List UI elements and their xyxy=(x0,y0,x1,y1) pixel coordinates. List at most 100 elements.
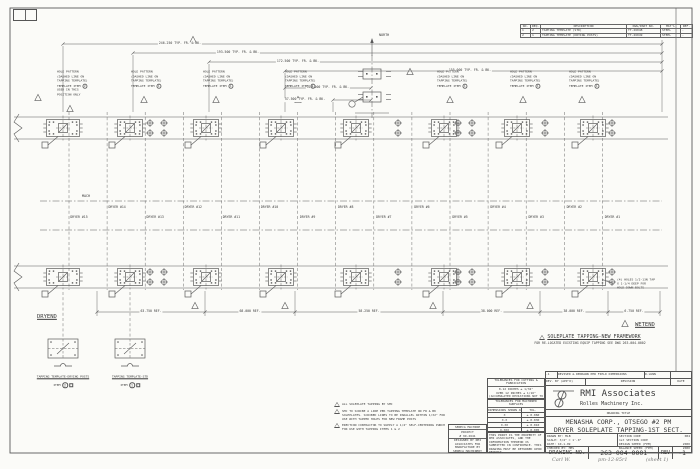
parts-cell: 1 xyxy=(530,32,541,38)
bolt-hole-icon xyxy=(365,124,367,126)
callout-item-row: TEMPLATE ITEM 1 xyxy=(284,83,317,89)
bolt-hole-icon xyxy=(349,121,352,123)
bolt-hole-icon xyxy=(582,124,584,126)
bolt-hole-icon xyxy=(453,130,455,132)
dryer-label: DRYER #3 xyxy=(528,215,544,220)
dryer-label: DRYER #10 xyxy=(260,205,279,210)
tol-cell: ± 0.005 xyxy=(526,427,540,432)
revision-rev: -1 xyxy=(546,372,558,378)
break-line xyxy=(13,113,23,143)
property-note-box: THIS PRINT IS THE PROPERTY OF RMI ASSOCI… xyxy=(487,432,545,455)
bolt-hole-icon xyxy=(199,121,202,123)
callout-text: TAPPING TEMPLATE) xyxy=(569,78,600,83)
bolt-hole-icon xyxy=(365,130,367,132)
bolt-hole-icon xyxy=(123,121,126,123)
flag-triangle-icon xyxy=(526,301,534,309)
bolt-hole-icon xyxy=(433,133,436,135)
bolt-hole-icon xyxy=(448,270,451,272)
bolt-hole-icon xyxy=(506,273,508,275)
bolt-hole-icon xyxy=(289,282,292,284)
bolt-hole-icon xyxy=(349,270,352,272)
bolt-hole-icon xyxy=(210,133,213,135)
flag-triangle-icon xyxy=(212,95,220,103)
bolt-hole-icon xyxy=(215,279,217,281)
callout-text: HOLE PATTERN xyxy=(437,69,459,74)
parts-cell: TAPPING TEMPLATE (DRYING POSTS) xyxy=(540,32,627,38)
general-notes: ALL SOLEPLATE TAPPING BY SMC SMC TO SCRI… xyxy=(334,402,448,431)
bolt-hole-icon xyxy=(521,270,524,272)
bolt-hole-icon xyxy=(195,270,198,272)
bolt-hole-icon xyxy=(270,124,272,126)
dim-tick xyxy=(207,60,211,64)
callout-text: TAPPING TEMPLATE) xyxy=(203,78,234,83)
bolt-hole-icon xyxy=(270,121,273,123)
leader-line xyxy=(47,136,59,146)
bolt-hole-icon xyxy=(525,121,528,123)
revision-description: REVISED & REDRAWN PER FIELD DIMENSIONS xyxy=(558,372,645,378)
dim-label: 193.500 TYP. FR. & BK. xyxy=(215,50,261,55)
bolt-hole-icon xyxy=(290,124,292,126)
seneca-project-box: SENECA MACHINE PROJECT # 99-2641 DESIGNE… xyxy=(448,424,487,453)
dim-tick xyxy=(660,69,664,73)
bolt-hole-icon xyxy=(195,273,197,275)
dryer-label: DRYER #7 xyxy=(376,215,392,220)
dim-label: 115.000 TYP. FR. & BK. xyxy=(305,85,351,90)
tol-cell: X xyxy=(488,412,522,417)
bolt-hole-icon xyxy=(195,279,197,281)
bolt-hole-icon xyxy=(364,121,367,123)
bolt-hole-icon xyxy=(510,282,513,284)
callout-item-row: TEMPLATE ITEM 1 xyxy=(130,83,163,89)
bolt-hole-icon xyxy=(586,133,589,135)
tolerance-header: TOLERANCES FOR MACHINED SURFACES xyxy=(488,399,544,408)
bolt-hole-icon xyxy=(214,121,217,123)
bolt-hole-icon xyxy=(290,273,292,275)
drawing-title: MENASHA CORP., OTSEGO #2 PM DRYER SOLEPL… xyxy=(546,417,691,434)
bolt-hole-icon xyxy=(138,133,141,135)
bolt-hole-icon xyxy=(52,270,55,272)
callout-text: TEMPLATE ITEM xyxy=(203,83,227,88)
callout-item-row: TEMPLATE ITEM 1 xyxy=(202,83,235,89)
bolt-hole-icon xyxy=(75,121,78,123)
wetend-note-line: X 1-1/4 DEEP FOR xyxy=(617,281,646,286)
dim-label: 172.500 TYP. FR. & BK. xyxy=(275,59,321,64)
bolt-hole-icon xyxy=(349,282,352,284)
bolt-hole-icon xyxy=(506,133,509,135)
bolt-hole-icon xyxy=(601,282,604,284)
callout-item-row: TEMPLATE ITEM 1 xyxy=(568,83,601,89)
parts-row: 2 1 TAPPING TEMPLATE (DRYING POSTS) TT-2… xyxy=(520,32,693,38)
bolt-hole-icon xyxy=(506,124,508,126)
bolt-hole-icon xyxy=(510,121,513,123)
bolt-hole-icon xyxy=(270,282,273,284)
bolt-hole-icon xyxy=(506,130,508,132)
note-text: ERECTION CONTRACTOR TO SUPPLY A 1/4" SEL… xyxy=(342,423,445,431)
property-note: THIS PRINT IS THE PROPERTY OF RMI ASSOCI… xyxy=(489,433,542,455)
leader-line xyxy=(340,136,352,146)
template-hole-icon xyxy=(117,341,119,343)
tolerance-line: (ACCUMULATED DEVIATIONS NOT TO EXCEED ± … xyxy=(488,393,544,400)
dryer-label: DRYER #1 xyxy=(604,215,621,220)
callout-item-circle: 1 xyxy=(594,83,600,88)
revision-header: REV. BY (APP'D) xyxy=(546,379,586,385)
leader-line xyxy=(501,285,513,295)
bolt-hole-icon xyxy=(597,133,600,135)
bolt-hole-icon xyxy=(119,270,122,272)
dim-tick xyxy=(606,310,610,314)
note-flag-icon xyxy=(539,334,546,340)
seneca-line: SENECA MACHINE xyxy=(449,425,486,430)
callout-text: HOLE PATTERN xyxy=(203,69,225,74)
tolerance-machined-box: TOLERANCES FOR MACHINED SURFACES DIMENSI… xyxy=(487,399,545,432)
callout-text: (DASHED LINE ON xyxy=(131,73,159,78)
bolt-hole-icon xyxy=(345,121,348,123)
bolt-hole-icon xyxy=(345,270,348,272)
bolt-hole-icon xyxy=(76,279,78,281)
dryer-label: DRYER #11 xyxy=(222,215,241,220)
dim-label: 38.000 REF. xyxy=(479,309,504,314)
bolt-hole-icon xyxy=(138,121,141,123)
north-arrow-icon xyxy=(370,38,374,43)
drawing-title-line1: MENASHA CORP., OTSEGO #2 PM xyxy=(565,418,672,426)
bolt-hole-icon xyxy=(270,270,273,272)
leader-line xyxy=(47,285,59,295)
bolt-hole-icon xyxy=(586,121,589,123)
note-item: SMC TO SCRIBE A LINE PER TAPPING TEMPLAT… xyxy=(334,409,448,421)
dryend-label: DRYEND xyxy=(37,313,57,320)
